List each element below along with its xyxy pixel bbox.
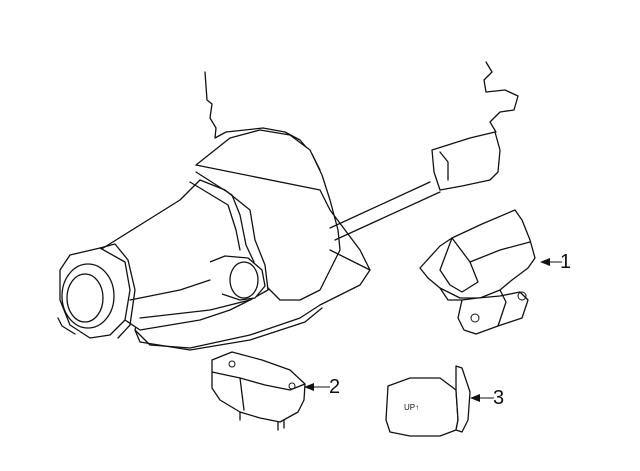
driveshaft <box>329 61 519 271</box>
callout-2: 2 <box>304 376 340 398</box>
callout-1: 1 <box>540 251 571 273</box>
callout-3: 3 <box>470 387 504 409</box>
callout-1-label: 1 <box>560 251 571 273</box>
part-2-mount-bracket <box>211 351 306 431</box>
callout-2-label: 2 <box>329 376 340 398</box>
callout-3-label: 3 <box>493 387 504 409</box>
shield-text: UP↑ <box>404 403 419 412</box>
part-3-heat-shield: UP↑ <box>385 365 471 437</box>
part-1-transmission-mount <box>419 209 536 335</box>
transmission-assembly <box>57 71 371 351</box>
